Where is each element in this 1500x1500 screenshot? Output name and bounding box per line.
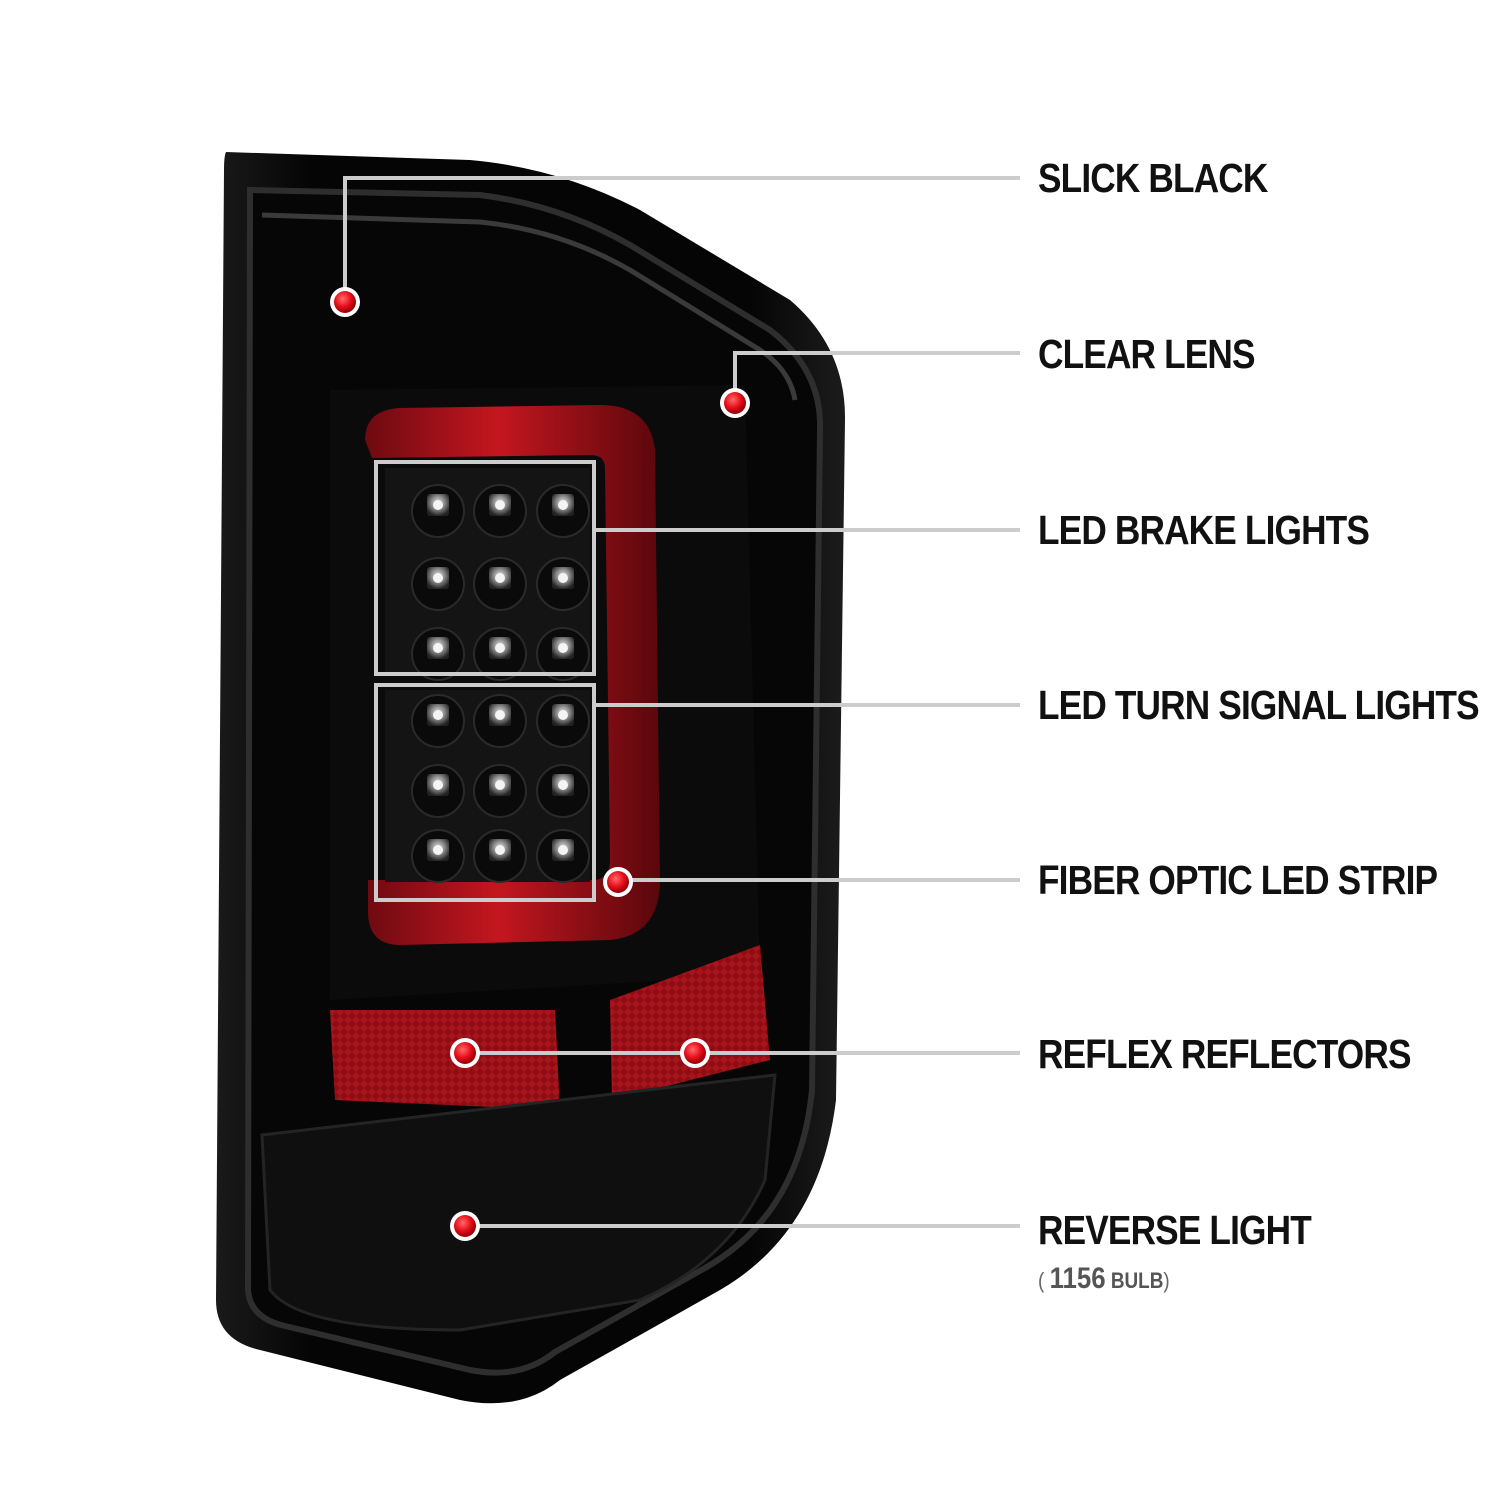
leader-lines (343, 176, 1020, 1228)
led-cell (473, 627, 527, 681)
led-cell (473, 829, 527, 883)
led-cell (536, 557, 590, 611)
led-cell (473, 557, 527, 611)
gloss-highlight (261, 212, 798, 401)
led-cell (411, 764, 465, 818)
led-cell (411, 627, 465, 681)
bulb-unit: BULB (1110, 1268, 1164, 1293)
led-cell (536, 627, 590, 681)
led-cell (411, 694, 465, 748)
led-cell (536, 764, 590, 818)
reverse-light-bulb-note: ( 1156 BULB) (1038, 1262, 1170, 1296)
leader-clear-lens (733, 351, 1020, 403)
reflector-right (610, 945, 770, 1100)
led-cell (536, 829, 590, 883)
led-array (411, 484, 590, 883)
turn-callout-frame (374, 683, 596, 902)
marker-dot (680, 1038, 710, 1068)
led-cell (411, 484, 465, 538)
label-led-brake-lights: LED BRAKE LIGHTS (1038, 507, 1370, 553)
led-cell (536, 694, 590, 748)
led-cell (411, 829, 465, 883)
fiber-optic-strip (365, 405, 660, 945)
brake-callout-frame (374, 460, 596, 676)
label-clear-lens: CLEAR LENS (1038, 331, 1256, 377)
led-cell (473, 694, 527, 748)
note-close-paren: ) (1163, 1268, 1170, 1293)
marker-dot (330, 287, 360, 317)
label-reverse-light: REVERSE LIGHT (1038, 1207, 1312, 1253)
marker-dot (450, 1211, 480, 1241)
label-reflex-reflectors: REFLEX REFLECTORS (1038, 1031, 1411, 1077)
reflector-left (330, 1010, 560, 1110)
led-cell (473, 764, 527, 818)
marker-dot (450, 1038, 480, 1068)
leader-slick-black (343, 176, 1020, 300)
marker-dot (603, 867, 633, 897)
marker-dot (720, 388, 750, 418)
note-open-paren: ( (1038, 1268, 1045, 1293)
reverse-lens (260, 1073, 777, 1332)
label-slick-black: SLICK BLACK (1038, 155, 1268, 201)
led-cell (536, 484, 590, 538)
label-led-turn-signal-lights: LED TURN SIGNAL LIGHTS (1038, 682, 1480, 728)
marker-dots (330, 287, 750, 1241)
led-cell (411, 557, 465, 611)
bulb-number: 1156 (1049, 1262, 1106, 1295)
label-fiber-optic-led-strip: FIBER OPTIC LED STRIP (1038, 857, 1438, 903)
led-cell (473, 484, 527, 538)
